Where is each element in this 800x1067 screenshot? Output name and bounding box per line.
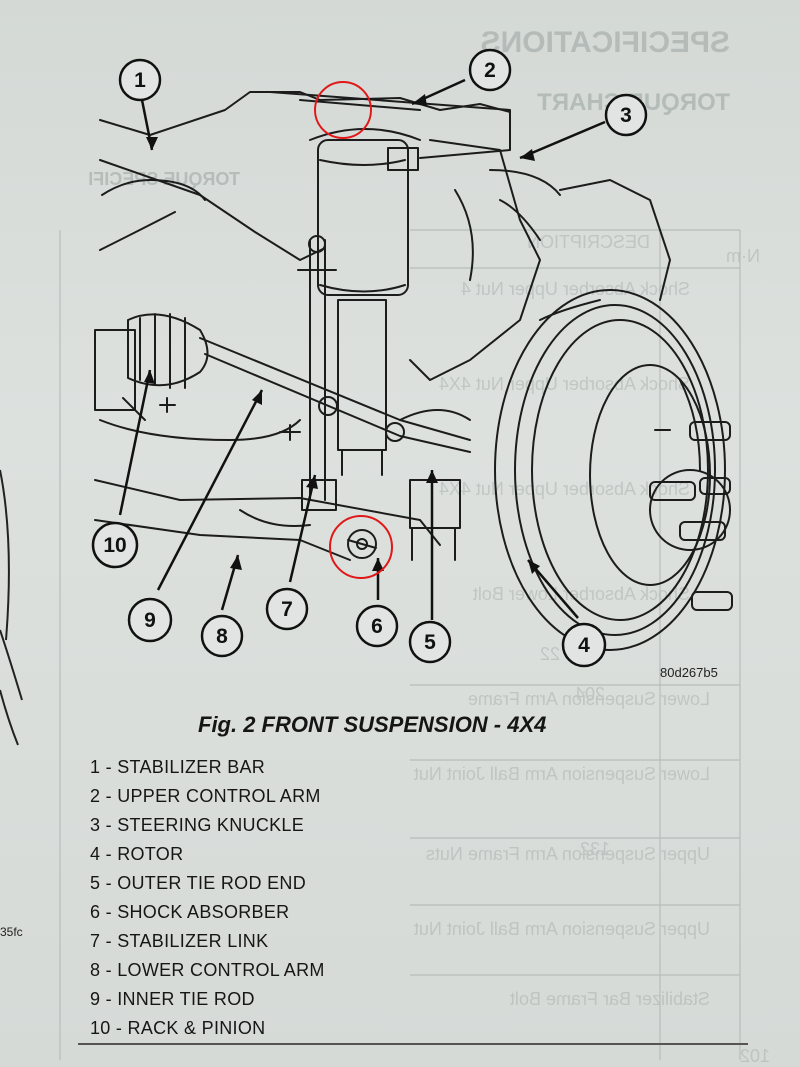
ghost-row-1: Shock Absorber Upper Nut 4 bbox=[461, 279, 690, 299]
legend-item-inner-tie-rod: 9 - INNER TIE ROD bbox=[90, 989, 255, 1009]
svg-text:3: 3 bbox=[620, 104, 632, 127]
ghost-row-3: Shock Absorber Upper Nut 4X4 bbox=[439, 479, 690, 499]
image-code: 80d267b5 bbox=[660, 665, 718, 680]
legend-item-lower-control-arm: 8 - LOWER CONTROL ARM bbox=[90, 960, 325, 980]
svg-text:7: 7 bbox=[281, 598, 293, 621]
legend-item-outer-tie-rod-end: 5 - OUTER TIE ROD END bbox=[90, 873, 306, 893]
ghost-table-header-description: DESCRIPTION bbox=[527, 232, 650, 252]
ghost-table-grid bbox=[59, 229, 741, 1060]
svg-text:10: 10 bbox=[103, 534, 126, 557]
ghost-heading-specifications: SPECIFICATIONS bbox=[481, 26, 730, 59]
ghost-row-5: Lower Suspension Arm Frame bbox=[468, 689, 710, 709]
suspension-linework bbox=[94, 91, 733, 651]
leader-arrowheads bbox=[144, 94, 540, 574]
svg-text:9: 9 bbox=[144, 609, 156, 632]
legend-item-rotor: 4 - ROTOR bbox=[90, 844, 184, 864]
ghost-row-2: Shock Absorber Upper Nut 4X4 bbox=[439, 374, 690, 394]
svg-text:5: 5 bbox=[424, 631, 436, 654]
ghost-row-7-value: 132 bbox=[580, 839, 610, 859]
svg-text:1: 1 bbox=[134, 69, 146, 92]
legend-item-upper-control-arm: 2 - UPPER CONTROL ARM bbox=[90, 786, 321, 806]
callout-9: 9 bbox=[127, 597, 173, 643]
callout-2: 2 bbox=[468, 48, 512, 92]
legend-item-steering-knuckle: 3 - STEERING KNUCKLE bbox=[90, 815, 305, 835]
figure-title: Fig. 2 FRONT SUSPENSION - 4X4 bbox=[198, 712, 547, 737]
left-edge-figure bbox=[0, 469, 23, 746]
highlight-circle-lower-bolt bbox=[329, 515, 393, 579]
ghost-row-8: Upper Suspension Arm Ball Joint Nut bbox=[414, 919, 710, 939]
callout-8: 8 bbox=[200, 614, 244, 658]
ghost-row-6: Lower Suspension Arm Ball Joint Nut bbox=[414, 764, 710, 784]
callout-5: 5 bbox=[408, 620, 452, 664]
svg-text:4: 4 bbox=[578, 634, 590, 657]
legend-item-rack-and-pinion: 10 - RACK & PINION bbox=[90, 1018, 266, 1038]
highlight-circle-upper-mount bbox=[314, 81, 372, 139]
parts-legend: 1 - STABILIZER BAR 2 - UPPER CONTROL ARM… bbox=[90, 753, 325, 1043]
bottom-divider bbox=[78, 1043, 748, 1045]
svg-text:8: 8 bbox=[216, 625, 228, 648]
ghost-table-header-nm: N·m bbox=[726, 246, 760, 266]
ghost-row-4: Shock Absorber Lower Bolt bbox=[473, 584, 690, 604]
ghost-row-9: Stabilizer Bar Frame Bolt bbox=[510, 989, 710, 1009]
ghost-row-5-value: 204 bbox=[575, 684, 605, 704]
callout-4: 4 bbox=[561, 622, 607, 668]
ghost-row-9-value: 102 bbox=[740, 1046, 770, 1066]
ghost-row-7: Upper Suspension Arm Frame Nuts bbox=[426, 844, 710, 864]
ghost-heading-torque-specifi: TORQUE SPECIFI bbox=[88, 169, 240, 189]
callout-7: 7 bbox=[265, 587, 309, 631]
callout-leaders bbox=[118, 78, 606, 620]
callout-6: 6 bbox=[355, 604, 399, 648]
svg-text:6: 6 bbox=[371, 615, 383, 638]
callout-1: 1 bbox=[118, 58, 162, 102]
callout-10: 10 bbox=[91, 521, 139, 569]
legend-item-stabilizer-link: 7 - STABILIZER LINK bbox=[90, 931, 269, 951]
svg-text:2: 2 bbox=[484, 59, 496, 82]
legend-item-shock-absorber: 6 - SHOCK ABSORBER bbox=[90, 902, 290, 922]
callout-3: 3 bbox=[604, 93, 648, 137]
ghost-row-4-value: 22 bbox=[540, 644, 560, 664]
legend-item-stabilizer-bar: 1 - STABILIZER BAR bbox=[90, 757, 266, 777]
edge-code: 35fc bbox=[0, 925, 23, 939]
